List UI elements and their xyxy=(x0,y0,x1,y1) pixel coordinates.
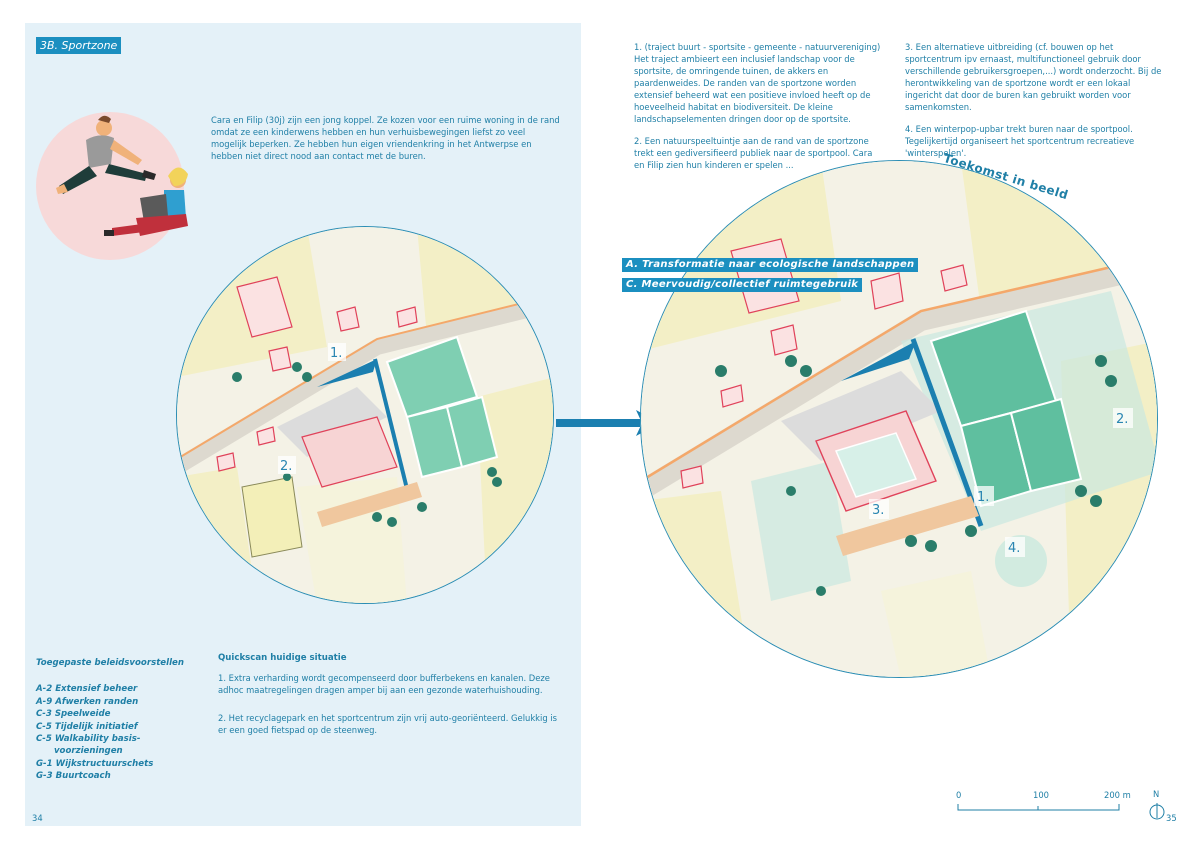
future-map-label-2: 2. xyxy=(1116,412,1128,427)
strategy-banner: A. Transformatie naar ecologische landsc… xyxy=(622,252,919,292)
policy-item: A-9 Afwerken randen xyxy=(36,696,139,707)
policy-item: G-3 Buurtcoach xyxy=(36,771,111,782)
future-map-drawing: 1. 2. 3. 4. xyxy=(641,161,1157,677)
current-map-label-2: 2. xyxy=(280,459,292,474)
future-map-label-1: 1. xyxy=(977,490,989,505)
current-situation-map: 1. 2. xyxy=(176,226,554,604)
future-point-3: 3. Een alternatieve uitbreiding (cf. bou… xyxy=(905,42,1162,112)
future-point-2: 2. Een natuurspeeltuintje aan de rand va… xyxy=(634,136,873,170)
north-arrow-icon xyxy=(1149,803,1165,820)
quickscan-text: 1. Extra verharding wordt gecompenseerd … xyxy=(218,672,558,752)
policy-item: C-5 Walkability basis- voorzieningen xyxy=(36,734,141,757)
future-text-column-2: 3. Een alternatieve uitbreiding (cf. bou… xyxy=(905,41,1167,169)
future-map-label-3: 3. xyxy=(872,503,884,518)
current-map-label-1: 1. xyxy=(330,346,342,361)
future-text-column-1: 1. (traject buurt - sportsite - gemeente… xyxy=(634,41,884,181)
future-point-4: 4. Een winterpop-upbar trekt buren naar … xyxy=(905,124,1135,158)
policy-title: Toegepaste beleidsvoorstellen xyxy=(36,658,184,668)
future-vision-map: 1. 2. 3. 4. xyxy=(640,160,1158,678)
policy-item: C-3 Speelweide xyxy=(36,709,111,720)
scale-label-200: 200 m xyxy=(1104,790,1131,800)
policy-item: C-5 Tijdelijk initiatief xyxy=(36,721,138,732)
scale-label-100: 100 xyxy=(1033,790,1049,800)
strategy-banner-line-1: A. Transformatie naar ecologische landsc… xyxy=(622,258,919,272)
policy-item: A-2 Extensief beheer xyxy=(36,684,138,695)
strategy-banner-line-2: C. Meervoudig/collectief ruimtegebruik xyxy=(622,278,863,292)
couple-illustration xyxy=(36,112,188,260)
section-title: 3B. Sportzone xyxy=(36,37,122,54)
scale-bar: 0 100 200 m xyxy=(956,790,1136,820)
page-number-right: 35 xyxy=(1166,813,1177,823)
future-point-1: 1. (traject buurt - sportsite - gemeente… xyxy=(634,42,881,124)
scale-line xyxy=(957,804,1120,811)
north-label: N xyxy=(1153,789,1160,799)
current-map-drawing: 1. 2. xyxy=(177,227,553,603)
scale-label-0: 0 xyxy=(956,790,962,800)
quickscan-title: Quickscan huidige situatie xyxy=(218,653,347,663)
page-number-left: 34 xyxy=(32,813,43,823)
intro-paragraph: Cara en Filip (30j) zijn een jong koppel… xyxy=(211,115,560,161)
quickscan-point-2: 2. Het recyclagepark en het sportcentrum… xyxy=(218,713,558,735)
policy-item: G-1 Wijkstructuurschets xyxy=(36,758,154,769)
quickscan-point-1: 1. Extra verharding wordt gecompenseerd … xyxy=(218,673,550,695)
policy-proposals: Toegepaste beleidsvoorstellen A-2 Extens… xyxy=(36,657,196,783)
future-map-label-4: 4. xyxy=(1008,541,1020,556)
